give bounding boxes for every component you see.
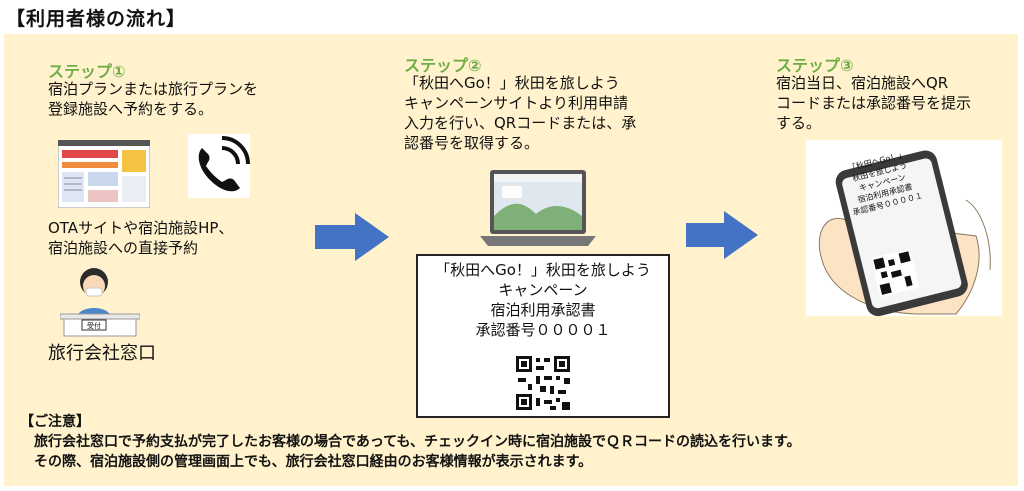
phone-call-icon bbox=[188, 134, 250, 198]
step2-description: 「秋田へGo！」秋田を旅しよう キャンペーンサイトより利用申請 入力を行い、QR… bbox=[404, 74, 637, 152]
arrow-right-icon bbox=[686, 211, 758, 259]
receptionist-icon: 受付 bbox=[60, 268, 140, 337]
notes-line: 旅行会社窓口で予約支払が完了したお客様の場合であっても、チェックイン時に宿泊施設… bbox=[34, 434, 801, 450]
smartphone-hand-icon bbox=[818, 150, 991, 316]
notes-title: 【ご注意】 bbox=[20, 414, 90, 430]
counter-sign: 受付 bbox=[87, 321, 101, 330]
step3-label: ステップ③ bbox=[776, 56, 854, 75]
step1-ota-text: OTAサイトや宿泊施設HP、 宿泊施設への直接予約 bbox=[48, 219, 234, 257]
website-screenshot-icon bbox=[58, 140, 150, 208]
certificate-line: 宿泊利用承認書 bbox=[490, 301, 596, 319]
step3-description: 宿泊当日、宿泊施設へQR コードまたは承認番号を提示 する。 bbox=[776, 74, 972, 132]
certificate-line: 承認番号００００１ bbox=[475, 321, 611, 339]
certificate-line: キャンペーン bbox=[498, 281, 588, 299]
step1-description: 宿泊プランまたは旅行プランを 登録施設へ予約をする。 bbox=[48, 80, 259, 118]
arrow-right-icon bbox=[315, 213, 389, 261]
step2-label: ステップ② bbox=[404, 56, 482, 75]
qr-code-icon bbox=[514, 354, 572, 412]
notes-section: 【ご注意】 旅行会社窓口で予約支払が完了したお客様の場合であっても、チェックイン… bbox=[20, 412, 801, 472]
step1-label: ステップ① bbox=[48, 62, 126, 81]
laptop-icon bbox=[480, 170, 596, 246]
travel-agency-label: 旅行会社窓口 bbox=[48, 343, 156, 364]
notes-line: その際、宿泊施設側の管理画面上でも、旅行会社窓口経由のお客様情報が表示されます。 bbox=[34, 454, 593, 470]
page-title: 【利用者様の流れ】 bbox=[6, 8, 187, 30]
approval-certificate: 「秋田へGo！」秋田を旅しよう キャンペーン 宿泊利用承認書 承認番号００００１ bbox=[416, 254, 670, 418]
certificate-line: 「秋田へGo！」秋田を旅しよう bbox=[435, 261, 651, 279]
